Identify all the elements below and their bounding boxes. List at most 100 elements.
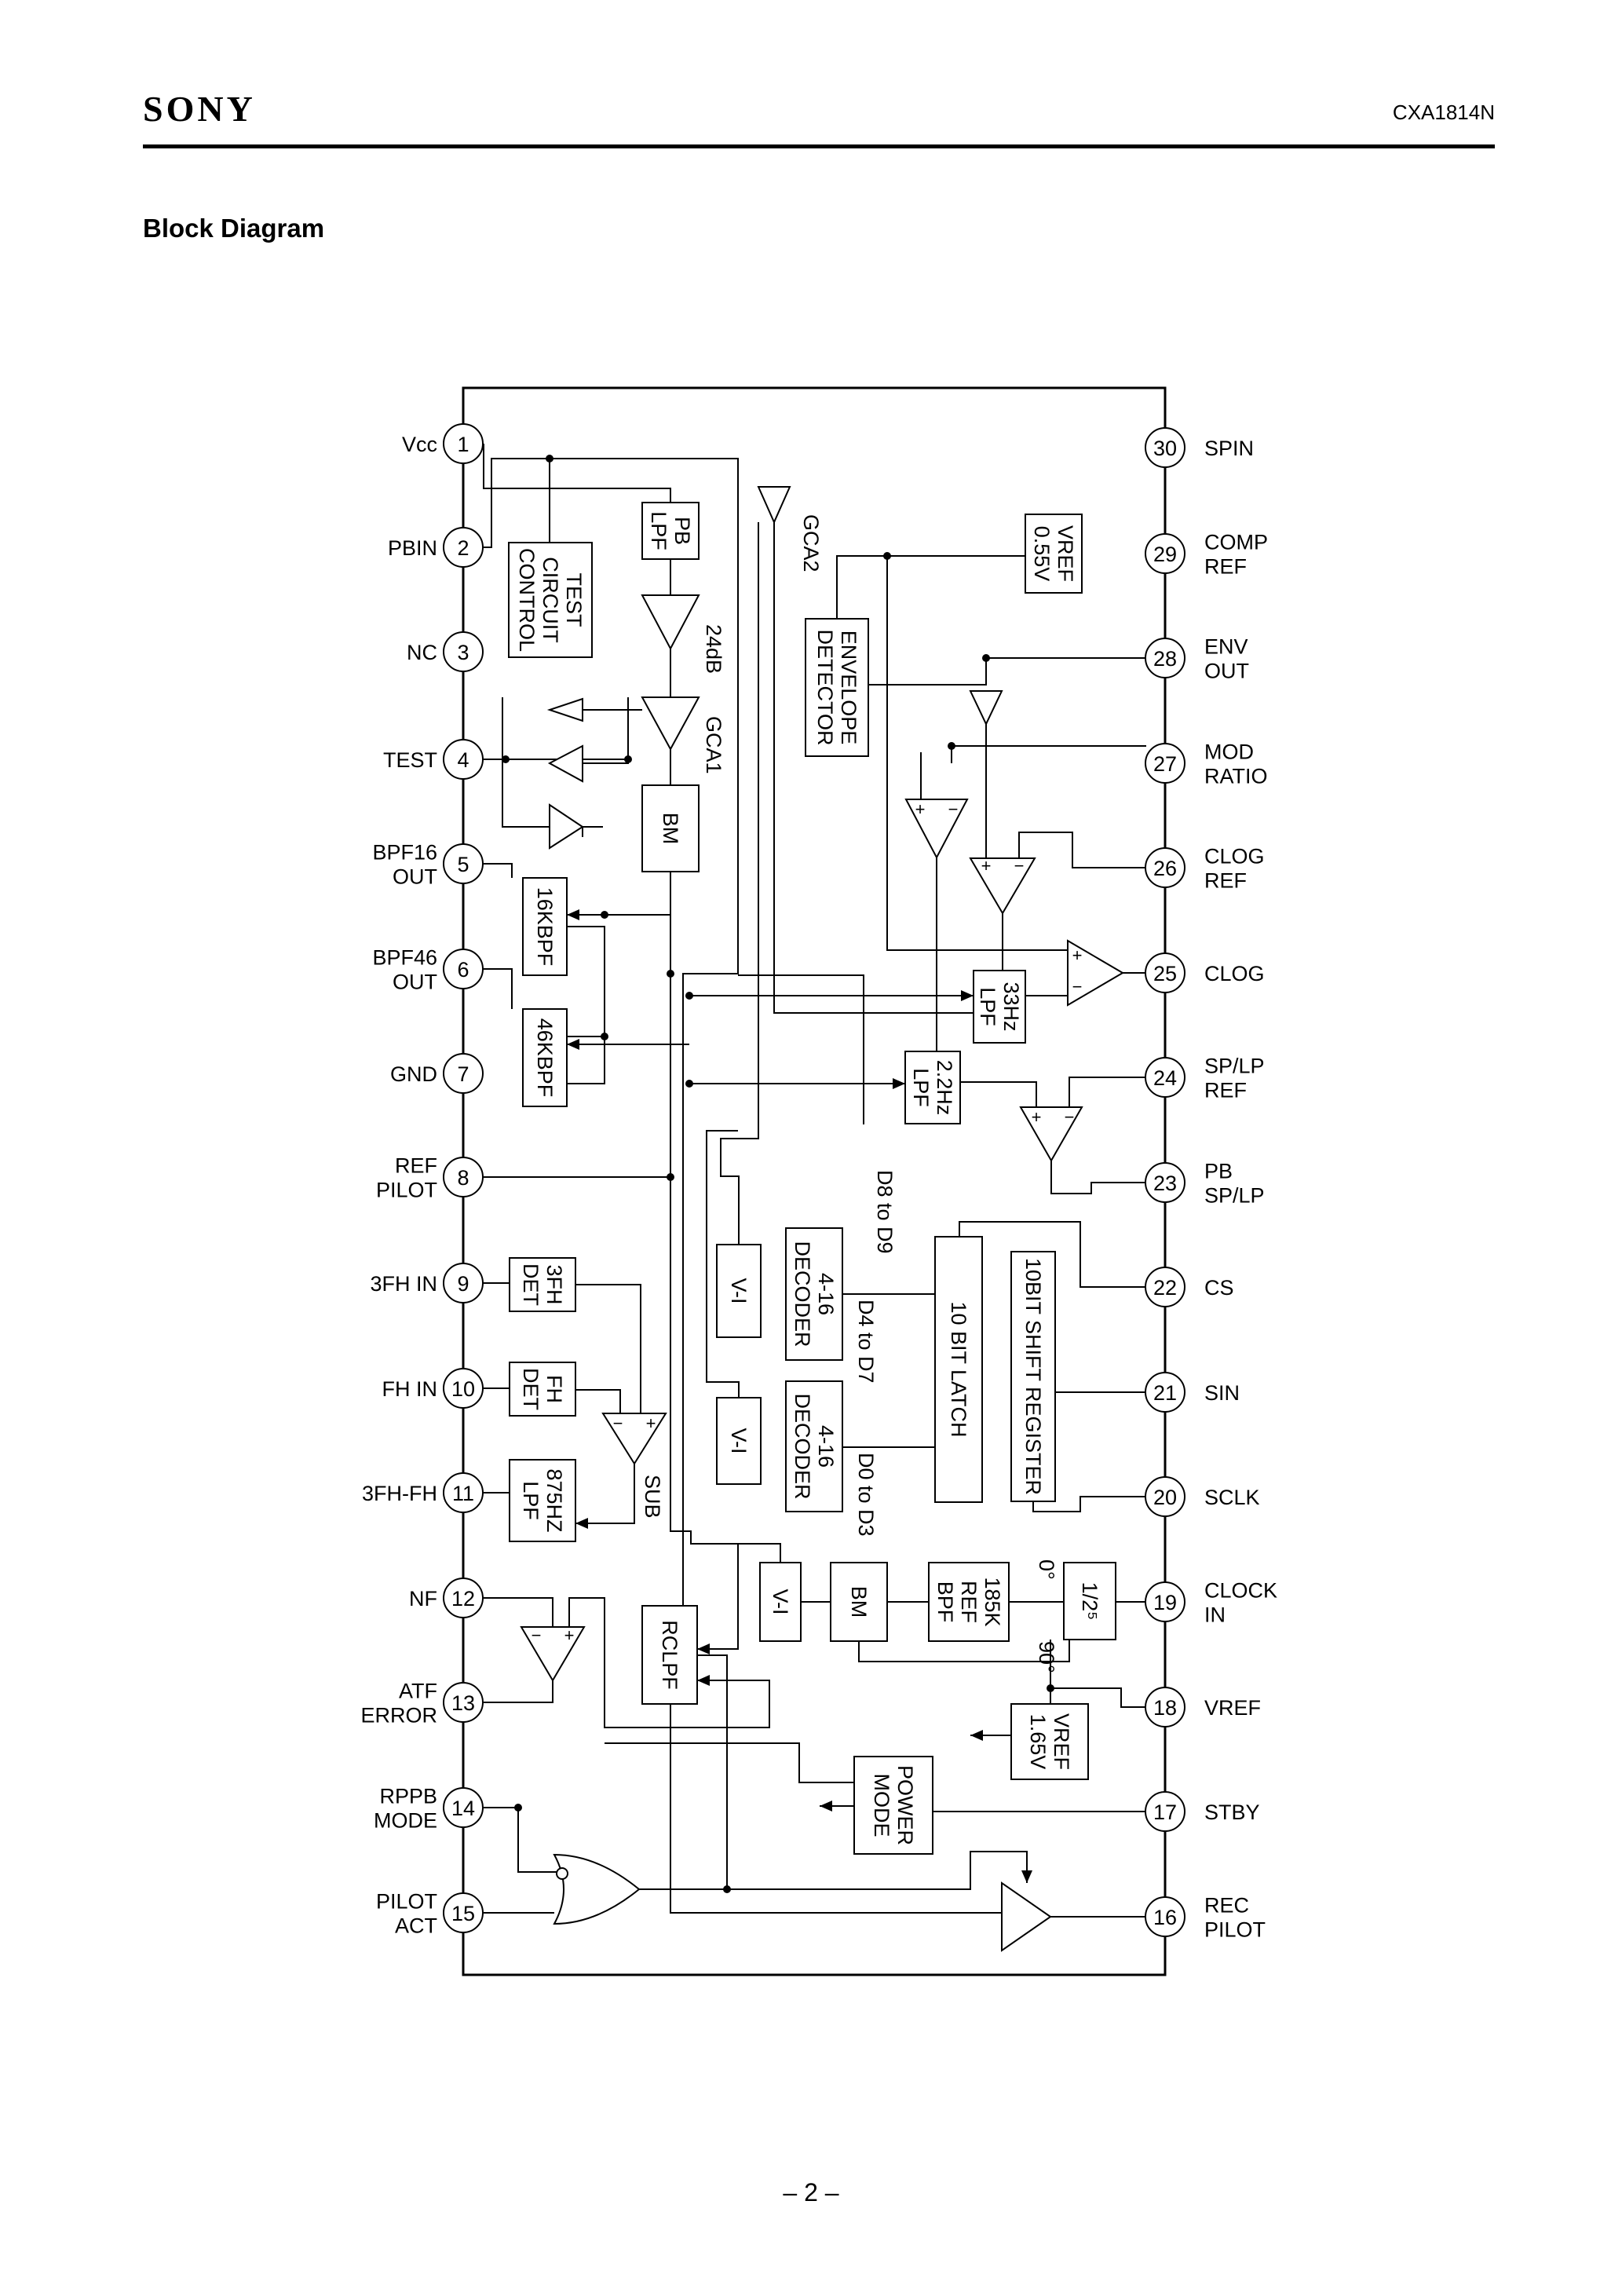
pin-label: GND: [390, 1062, 437, 1086]
pin-number: 16: [1153, 1906, 1177, 1929]
pin-label: ATF: [399, 1680, 437, 1703]
wire: [960, 1081, 1037, 1107]
junction-dot: [502, 755, 510, 763]
block-box: [641, 1605, 698, 1705]
amp-pin-sign: −: [613, 1413, 623, 1433]
amp-symbol: [757, 486, 791, 525]
block-label: 10 BIT LATCH: [947, 1301, 970, 1437]
block-label: V-I: [727, 1278, 751, 1303]
block-box: [641, 784, 700, 872]
block-label: BM: [847, 1586, 871, 1618]
pin-circle: [1145, 847, 1185, 888]
block-box: [522, 877, 568, 976]
wire: [836, 555, 887, 619]
wire: [1050, 1640, 1146, 1708]
or-gate-body: [553, 1853, 641, 1925]
pin-label: ACT: [395, 1914, 437, 1938]
block-label: ENVELOPE: [837, 631, 860, 745]
wire: [482, 697, 629, 760]
amp-pin-sign: −: [532, 1625, 542, 1645]
wire: [738, 974, 864, 1124]
block-box: [853, 1756, 933, 1855]
wire: [567, 926, 605, 1084]
block-label: 33Hz: [999, 982, 1023, 1031]
pin-number: 18: [1153, 1696, 1177, 1720]
pin-number: 25: [1153, 962, 1177, 985]
block-label: DET: [519, 1368, 542, 1410]
pin-circle: [443, 1578, 484, 1618]
buffer-2: [547, 744, 583, 783]
pin-circle: [1145, 638, 1185, 678]
arrow-head: [697, 1643, 710, 1654]
pin-circle: [1145, 1162, 1185, 1203]
block-label: 2.2Hz: [933, 1060, 956, 1116]
pin-label: OUT: [393, 865, 437, 889]
wire: [1069, 1077, 1146, 1107]
pins: 1Vcc2PBIN3NC4TEST5BPF16OUT6BPF46OUT7GND8…: [360, 423, 1277, 1942]
amp-symbol: [641, 594, 700, 651]
wire: [483, 444, 671, 503]
wire: [484, 1807, 557, 1873]
function-blocks: PBLPFTESTCIRCUITCONTROLBM16KBPF46KBPFVRE…: [508, 502, 1116, 1855]
block-box: [973, 970, 1026, 1044]
pin-circle: [1145, 1372, 1185, 1413]
wire: [1032, 1496, 1146, 1512]
block-label: DET: [519, 1263, 542, 1306]
pin-label: PILOT: [376, 1179, 437, 1202]
block-bm-1: BM: [641, 784, 700, 872]
block-label: 875HZ: [542, 1468, 566, 1532]
arrow-head: [820, 1801, 832, 1812]
pin-circle: [443, 631, 484, 672]
rec-pilot-amp: [1001, 1881, 1052, 1952]
block-label: MODE: [870, 1774, 893, 1837]
block-label: LPF: [647, 511, 670, 550]
pin-label: REC: [1204, 1894, 1249, 1918]
arrow-head: [893, 1078, 905, 1089]
wire: [738, 1543, 781, 1563]
block-box: [805, 618, 869, 757]
block-box: [509, 1362, 576, 1417]
block-box: [1063, 1562, 1116, 1640]
block-label: 4-16: [814, 1425, 838, 1468]
block-box: [509, 1459, 576, 1542]
pin-label: NF: [409, 1587, 437, 1610]
pin-label: SPIN: [1204, 437, 1254, 460]
block-box: [1025, 514, 1083, 594]
wire: [482, 863, 513, 878]
pin-label: PB: [1204, 1160, 1233, 1183]
pin-label: MODE: [374, 1809, 437, 1833]
junction-dot: [723, 1885, 731, 1893]
pin-number: 20: [1153, 1486, 1177, 1509]
arrow-head: [961, 990, 974, 1001]
block-box: [904, 1051, 961, 1124]
block-label: BPF: [933, 1581, 957, 1623]
pin-circle: [443, 423, 484, 464]
pin-number: 7: [457, 1062, 469, 1086]
pin-7: 7 GND: [390, 1053, 484, 1094]
pin-label: RATIO: [1204, 765, 1268, 788]
block-label: DECODER: [791, 1241, 814, 1347]
pin-label: BPF16: [372, 841, 437, 865]
pin-number: 23: [1153, 1172, 1177, 1195]
amp-pin-sign: +: [1072, 945, 1083, 965]
block-box: [508, 542, 593, 658]
pin-circle: [1145, 1896, 1185, 1937]
wire: [706, 1130, 740, 1398]
pin-label: SIN: [1204, 1381, 1240, 1405]
pin-label: 3FH IN: [370, 1272, 437, 1296]
